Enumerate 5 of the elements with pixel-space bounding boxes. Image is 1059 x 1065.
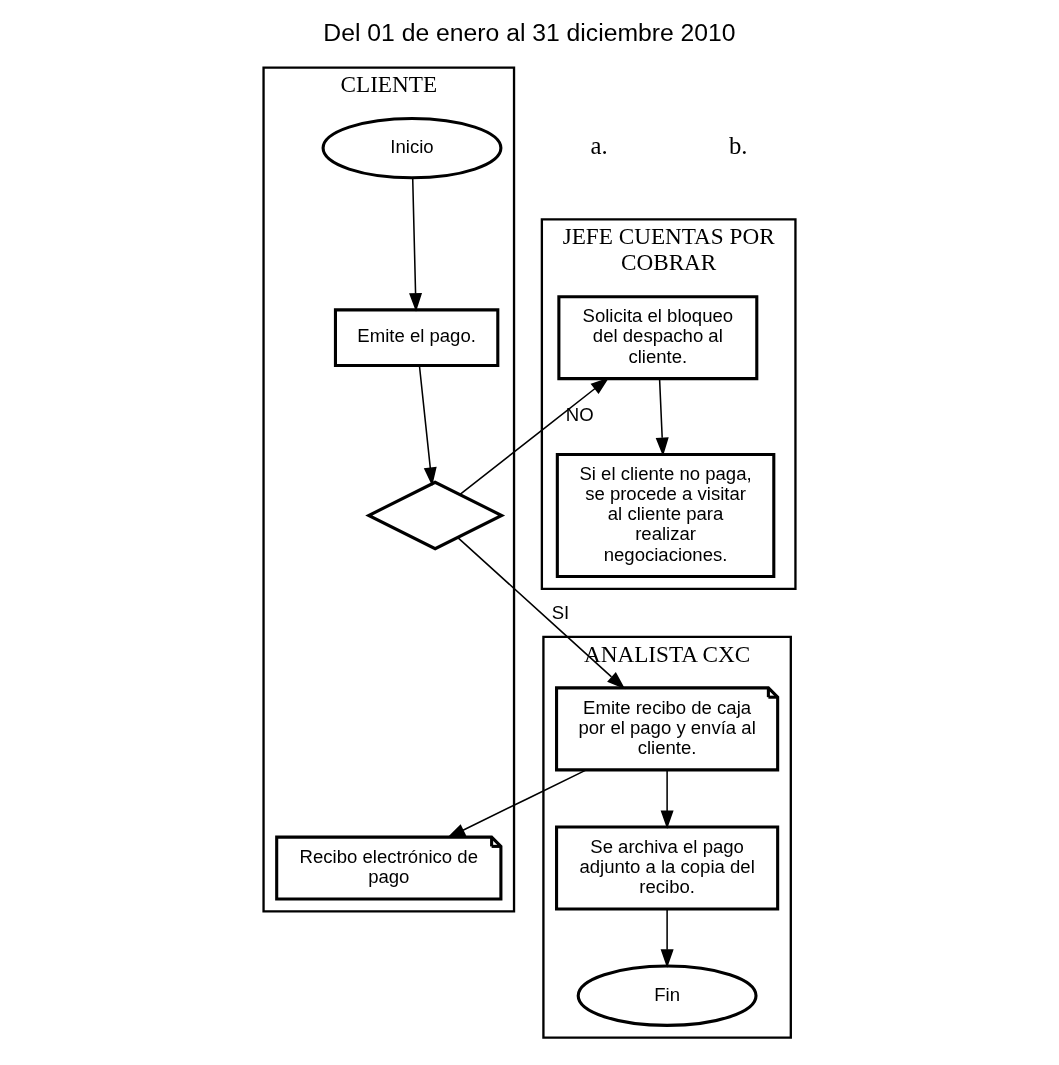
edge-label: SI xyxy=(551,602,570,624)
label: b. xyxy=(728,132,748,159)
label: a. xyxy=(590,132,608,159)
edge-label: NO xyxy=(565,404,594,426)
diagram-title: Del 01 de enero al 31 diciembre 2010 xyxy=(323,18,736,46)
